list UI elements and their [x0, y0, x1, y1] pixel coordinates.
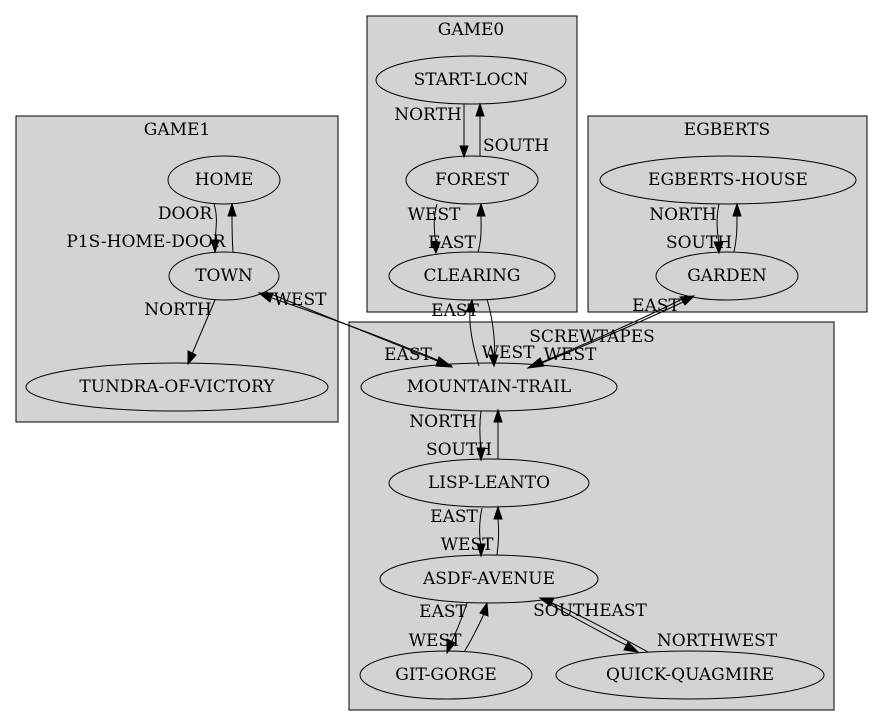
- cluster-label: EGBERTS: [684, 120, 770, 140]
- node-git-gorge[interactable]: GIT-GORGE: [359, 650, 533, 700]
- cluster-screwtapes: SCREWTAPES: [348, 321, 835, 711]
- edge-label: EAST: [428, 233, 476, 253]
- edge-label: NORTH: [649, 205, 716, 225]
- node-label: HOME: [195, 170, 254, 190]
- edge-lisp-to-mountain: SOUTH: [426, 408, 503, 460]
- node-quick-quagmire[interactable]: QUICK-QUAGMIRE: [555, 650, 825, 700]
- edge-label: EAST: [431, 301, 479, 321]
- edge-git-to-asdf: EAST: [419, 601, 489, 653]
- edge-home-to-town: DOOR: [158, 203, 220, 254]
- node-label: LISP-LEANTO: [428, 473, 550, 493]
- edge-label: SOUTH: [483, 136, 549, 156]
- cluster-egberts: EGBERTS: [587, 115, 868, 313]
- edge-label: WEST: [544, 345, 598, 365]
- edge-label: SOUTH: [666, 233, 732, 253]
- node-clearing[interactable]: CLEARING: [388, 251, 556, 301]
- edge-label: SOUTHEAST: [533, 601, 647, 621]
- node-home[interactable]: HOME: [167, 155, 281, 205]
- node-label: TOWN: [195, 266, 253, 286]
- edge-forest-to-start: SOUTH: [475, 102, 549, 156]
- node-label: EGBERTS-HOUSE: [648, 170, 808, 190]
- node-asdf-avenue[interactable]: ASDF-AVENUE: [379, 554, 599, 604]
- edge-town-to-home: P1S-HOME-DOOR: [66, 202, 237, 253]
- edge-label: SOUTH: [426, 440, 492, 460]
- node-label: MOUNTAIN-TRAIL: [407, 377, 571, 397]
- node-tundra-of-victory[interactable]: TUNDRA-OF-VICTORY: [25, 362, 329, 412]
- node-garden[interactable]: GARDEN: [655, 251, 799, 301]
- edge-egberts-to-garden: NORTH: [649, 203, 724, 255]
- edge-town-to-tundra: NORTH: [144, 299, 216, 366]
- edge-town-to-mountain: EAST: [265, 291, 454, 368]
- edge-mountain-to-garden: EAST: [533, 295, 696, 367]
- edge-quick-to-asdf: SOUTHEAST: [533, 597, 649, 653]
- node-forest[interactable]: FOREST: [405, 155, 539, 205]
- edge-asdf-to-lisp: EAST: [430, 505, 503, 556]
- node-mountain-trail[interactable]: MOUNTAIN-TRAIL: [360, 362, 618, 412]
- edge-forest-to-clearing: WEST: [408, 203, 462, 255]
- edge-mountain-to-clearing: EAST: [431, 298, 479, 367]
- node-label: CLEARING: [424, 266, 521, 286]
- edge-mountain-to-lisp: NORTH: [409, 410, 486, 462]
- edge-asdf-to-git: WEST: [409, 602, 468, 655]
- edge-label: DOOR: [158, 204, 214, 224]
- node-egberts-house[interactable]: EGBERTS-HOUSE: [599, 155, 857, 205]
- node-lisp-leanto[interactable]: LISP-LEANTO: [388, 458, 590, 508]
- edge-garden-to-egberts: SOUTH: [666, 202, 742, 253]
- edge-clearing-to-forest: EAST: [428, 202, 486, 253]
- edge-label: WEST: [409, 631, 463, 651]
- node-label: GARDEN: [687, 266, 767, 286]
- cluster-label: SCREWTAPES: [529, 327, 655, 347]
- edge-label: EAST: [632, 296, 680, 316]
- edge-lisp-to-asdf: WEST: [441, 507, 495, 558]
- node-label: FOREST: [435, 170, 510, 190]
- node-label: START-LOCN: [414, 70, 529, 90]
- edge-label: WEST: [408, 205, 462, 225]
- edge-label: NORTH: [409, 412, 476, 432]
- edge-label: WEST: [441, 535, 495, 555]
- edge-clearing-to-mountain: WEST: [482, 298, 536, 368]
- edge-label: NORTHWEST: [657, 631, 778, 651]
- edge-asdf-to-quick: NORTHWEST: [541, 599, 778, 653]
- edge-garden-to-mountain: WEST: [526, 295, 689, 369]
- edge-label: NORTH: [394, 105, 461, 125]
- node-label: QUICK-QUAGMIRE: [606, 665, 774, 685]
- edge-label: NORTH: [144, 300, 211, 320]
- edge-label: WEST: [274, 290, 328, 310]
- edge-label: WEST: [482, 343, 536, 363]
- node-start-locn[interactable]: START-LOCN: [375, 55, 567, 105]
- node-label: TUNDRA-OF-VICTORY: [79, 377, 275, 397]
- edge-label: EAST: [384, 345, 432, 365]
- edge-label: EAST: [430, 507, 478, 527]
- cluster-label: GAME1: [144, 120, 211, 140]
- cluster-label: GAME0: [438, 20, 505, 40]
- node-town[interactable]: TOWN: [168, 251, 280, 301]
- edge-label: P1S-HOME-DOOR: [66, 232, 226, 252]
- node-label: ASDF-AVENUE: [422, 569, 555, 589]
- edge-label: EAST: [419, 602, 467, 622]
- edge-start-to-forest: NORTH: [394, 104, 469, 159]
- node-label: GIT-GORGE: [395, 665, 497, 685]
